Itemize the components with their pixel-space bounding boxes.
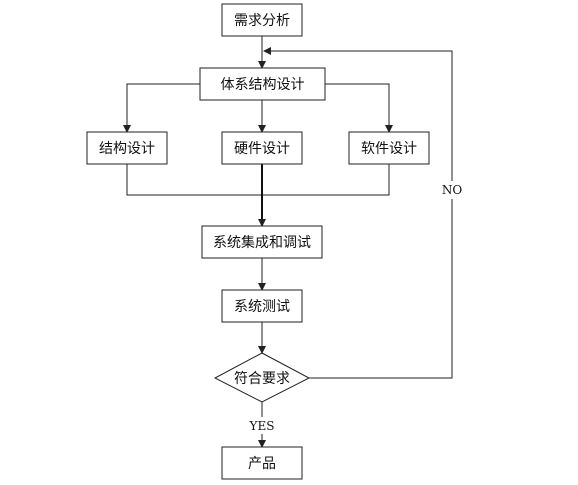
no-label-background (441, 181, 463, 199)
node-meets-requirements-decision-label: 符合要求 (234, 371, 290, 387)
node-product: 产品 (221, 446, 303, 480)
feedback-loop-no-arrow (263, 47, 453, 379)
no-label: NO (442, 183, 463, 197)
node-requirements-analysis-label: 需求分析 (234, 13, 290, 29)
yes-label-background (246, 417, 278, 434)
node-structure-design: 结构设计 (86, 131, 168, 165)
node-system-test-label: 系统测试 (234, 299, 290, 315)
arrow-architecture-to-software (325, 83, 393, 133)
node-requirements-analysis: 需求分析 (221, 3, 303, 37)
node-software-design-label: 软件设计 (361, 141, 417, 157)
yes-label: YES (249, 419, 275, 433)
node-hardware-design-label: 硬件设计 (234, 141, 290, 157)
node-system-integration-debug: 系统集成和调试 (201, 225, 323, 259)
node-product-label: 产品 (248, 456, 276, 472)
node-structure-design-label: 结构设计 (99, 141, 155, 157)
arrow-architecture-to-structure (123, 83, 200, 133)
merge-line-design-branches (126, 164, 390, 196)
node-meets-requirements-decision: 符合要求 (213, 352, 311, 403)
node-hardware-design: 硬件设计 (221, 131, 303, 165)
node-architecture-design-label: 体系结构设计 (221, 77, 305, 93)
node-architecture-design: 体系结构设计 (199, 67, 326, 101)
node-system-integration-debug-label: 系统集成和调试 (213, 234, 311, 251)
node-software-design: 软件设计 (348, 131, 430, 165)
node-system-test: 系统测试 (221, 289, 303, 323)
